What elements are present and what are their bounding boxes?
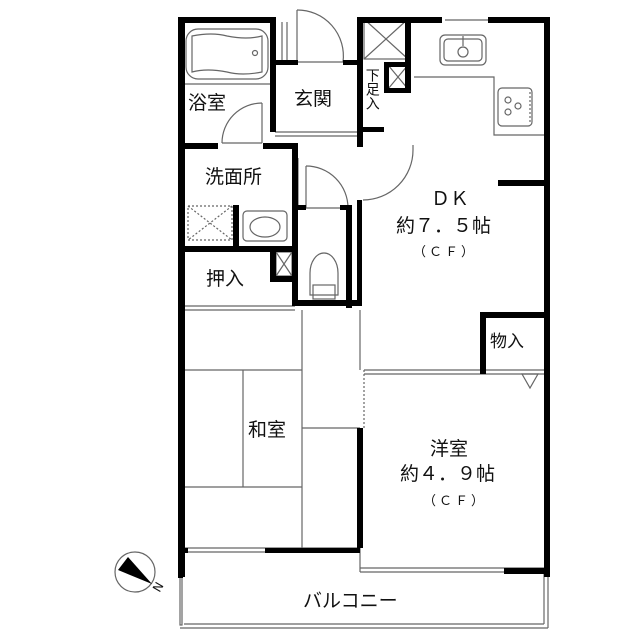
room-label-storage: 物入 [490,332,524,352]
room-label-bath: 浴室 [188,92,227,114]
bathtub-icon [185,28,269,80]
room-floor-dk: （ＣＦ） [413,245,478,260]
room-label-closet: 押入 [206,268,245,290]
room-label-western-room: 洋室 [430,438,469,460]
room-label-japanese-room: 和室 [248,419,287,441]
room-floor-western-room: （ＣＦ） [423,494,488,509]
room-label-shoe-storage: 下足入 [363,68,380,110]
room-label-entrance: 玄関 [294,88,333,110]
compass-needle-icon [118,557,152,584]
room-label-dk: ＤＫ [430,188,469,210]
room-size-dk: 約７．５帖 [396,215,492,237]
room-label-washroom: 洗面所 [205,166,263,188]
room-label-balcony: バルコニー [303,590,398,612]
compass-circle [114,551,156,593]
room-size-western-room: 約４．９帖 [400,463,496,485]
